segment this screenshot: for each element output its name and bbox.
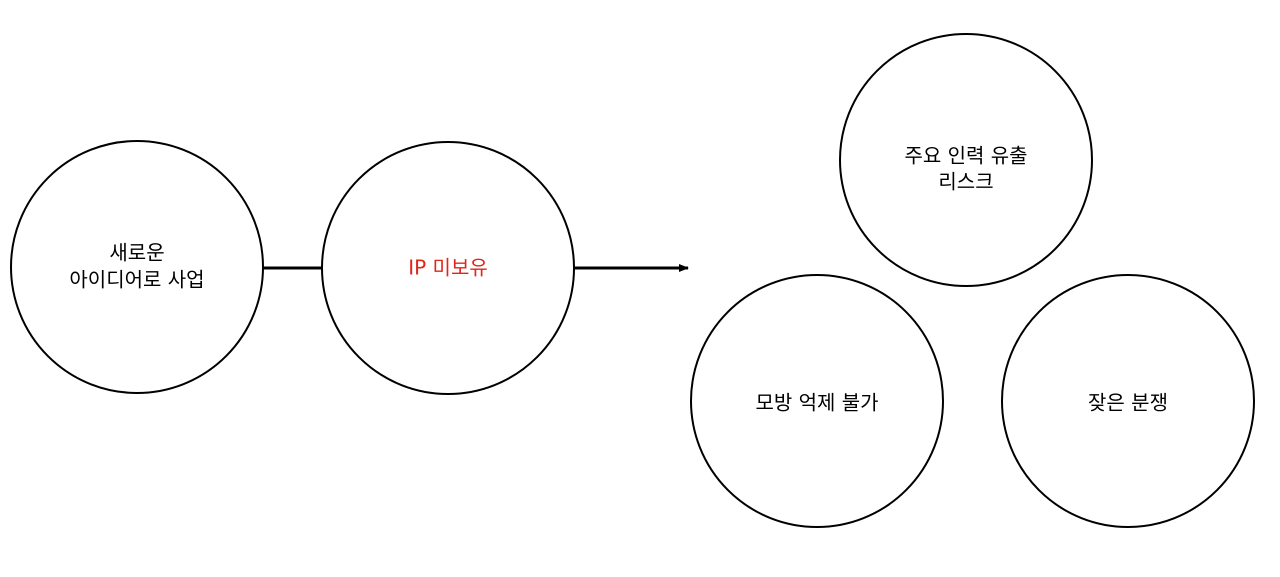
node-imitation: 모방 억제 불가 <box>690 274 944 528</box>
node-talent-leak-line2: 리스크 <box>938 170 993 194</box>
node-imitation-label: 모방 억제 불가 <box>755 391 878 415</box>
node-no-ip: IP 미보유 <box>321 141 575 395</box>
node-no-ip-circle <box>321 141 575 395</box>
node-new-idea-circle <box>10 140 264 394</box>
node-no-ip-label: IP 미보유 <box>408 256 488 280</box>
node-imitation-circle <box>690 274 944 528</box>
node-talent-leak: 주요 인력 유출 리스크 <box>839 33 1093 287</box>
node-new-idea-line2: 아이디어로 사업 <box>69 268 204 292</box>
node-disputes-circle <box>1001 274 1255 528</box>
node-talent-leak-line1: 주요 인력 유출 <box>904 144 1027 168</box>
node-talent-leak-circle <box>839 33 1093 287</box>
node-disputes: 잦은 분쟁 <box>1001 274 1255 528</box>
node-new-idea: 새로운 아이디어로 사업 <box>10 140 264 394</box>
node-disputes-label: 잦은 분쟁 <box>1088 391 1168 415</box>
node-new-idea-line1: 새로운 <box>109 241 164 265</box>
